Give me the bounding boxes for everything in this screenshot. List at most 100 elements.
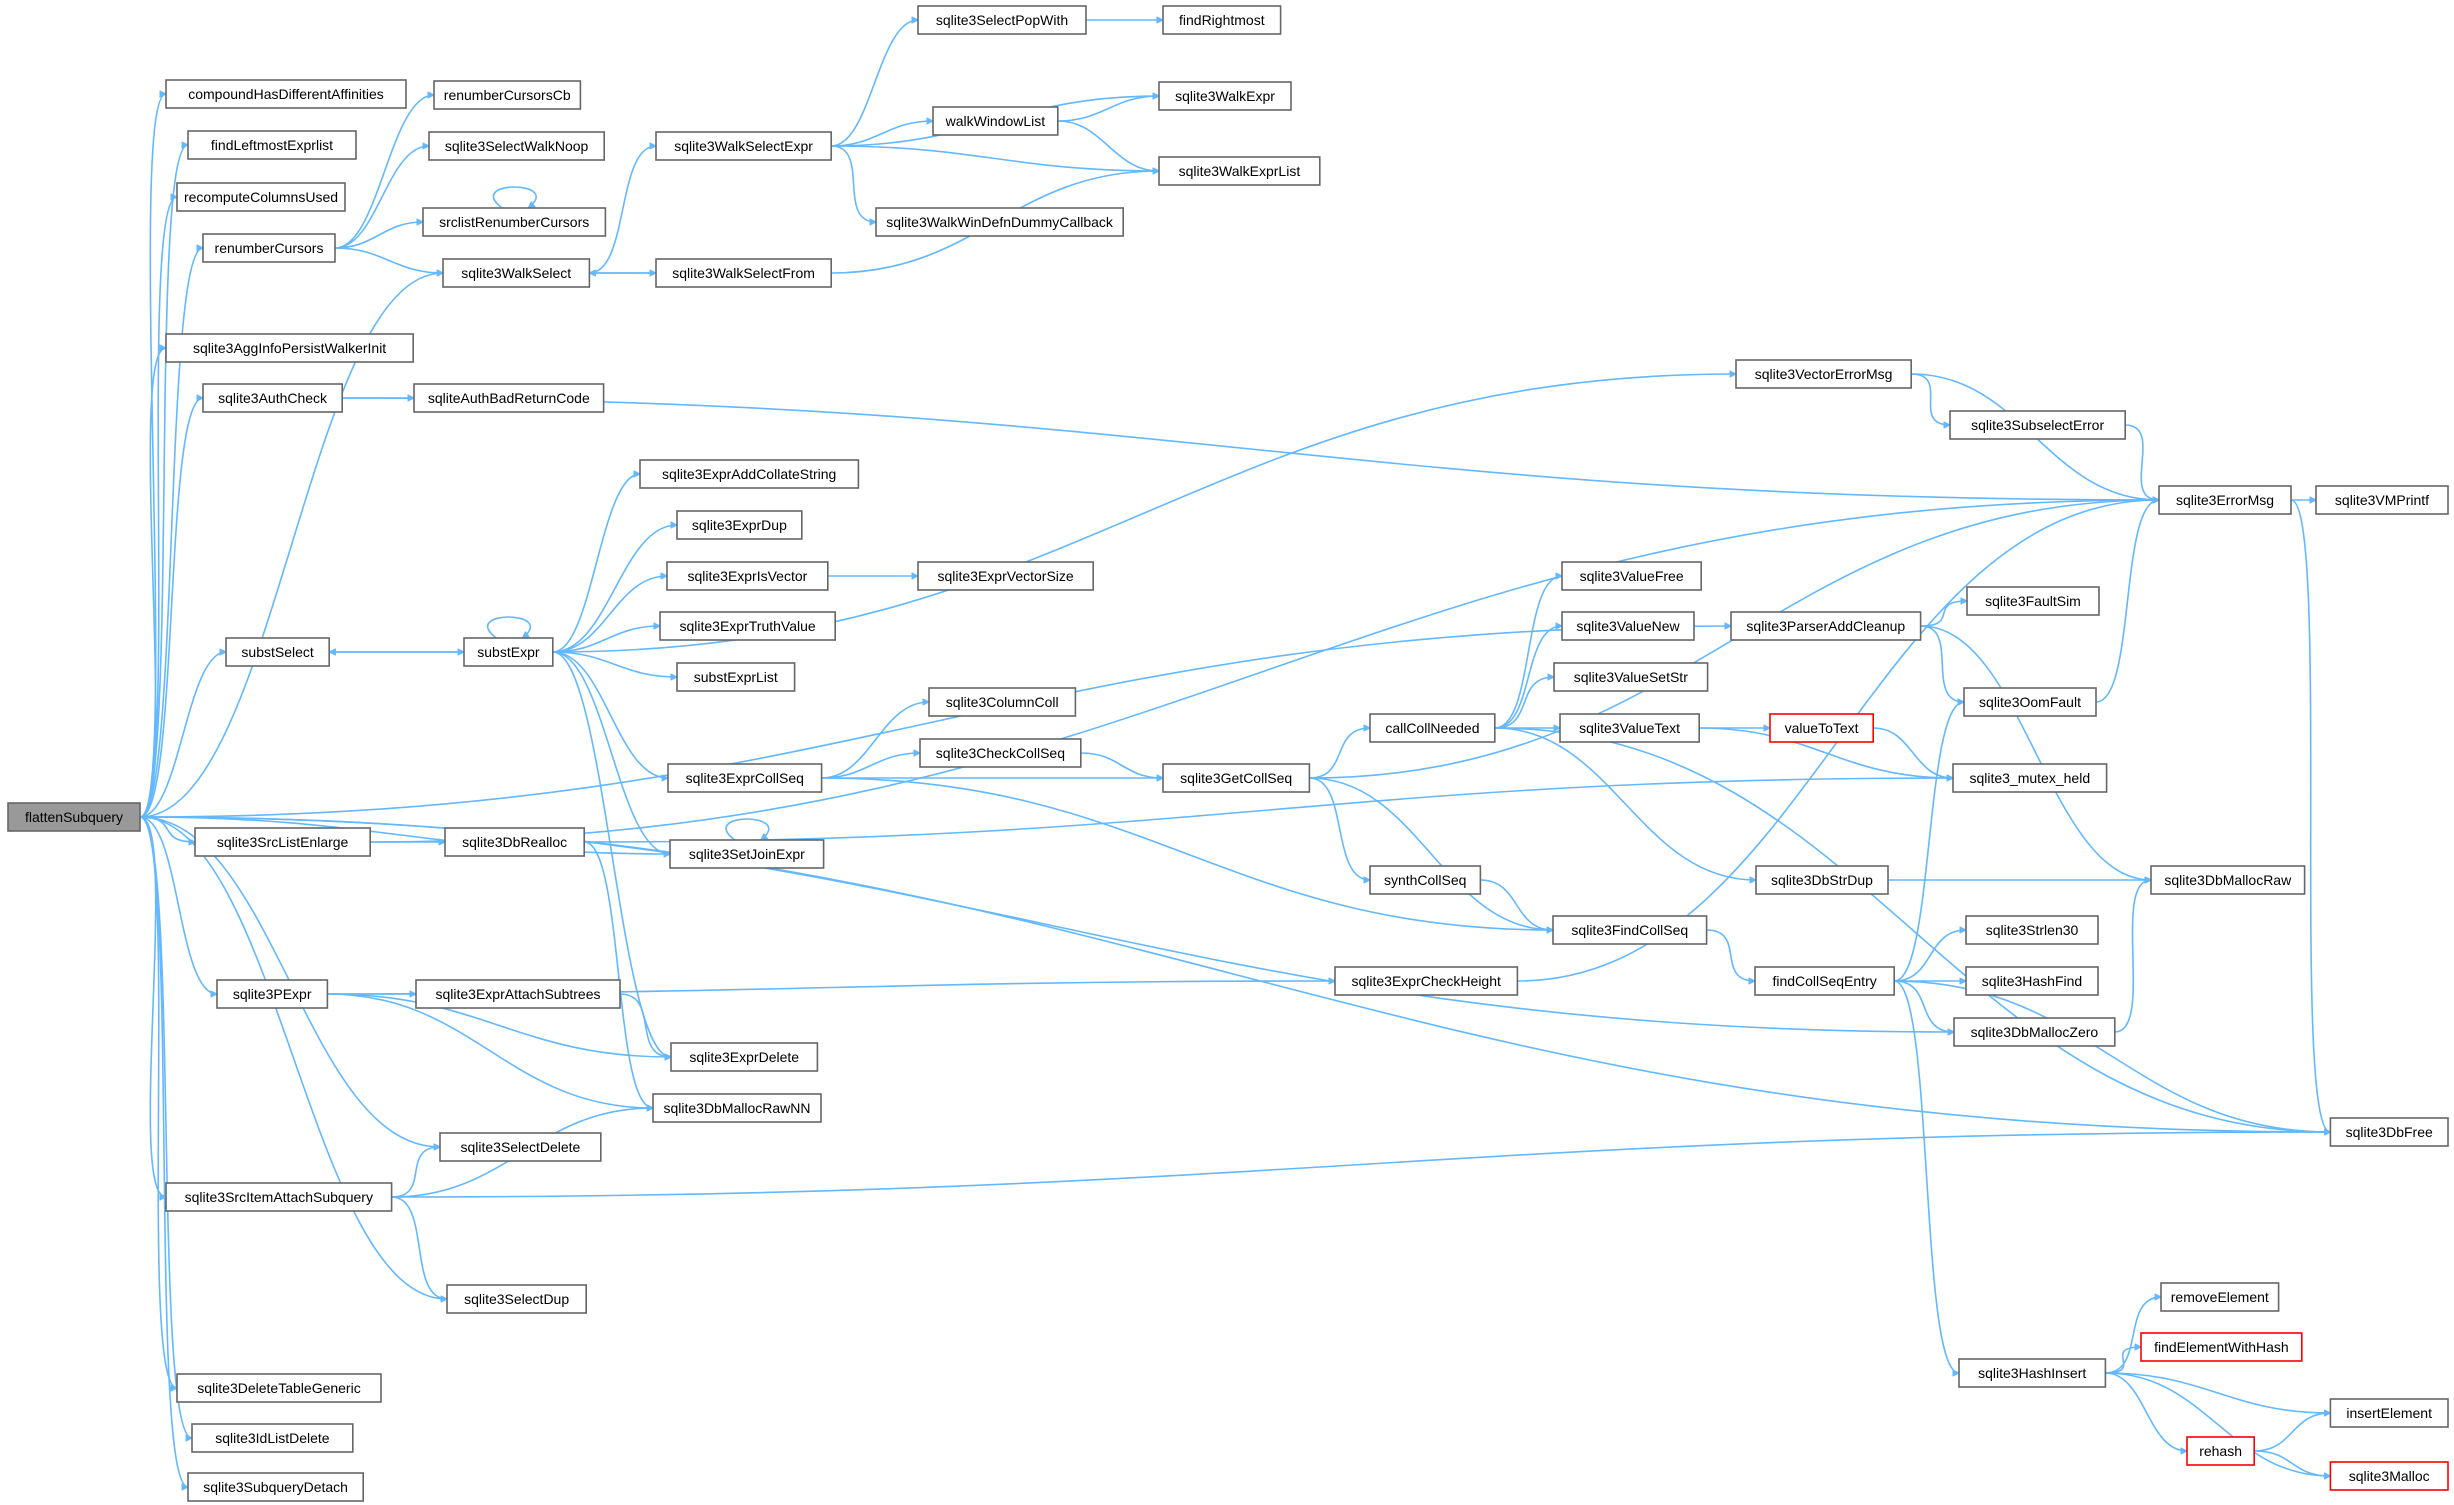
node-synthCollSeq[interactable]: synthCollSeq xyxy=(1369,865,1482,895)
edge-callCollNeeded-to-sqlite3ValueSetStr xyxy=(1494,677,1554,729)
node-label: sqlite3GetCollSeq xyxy=(1180,770,1292,786)
node-sqlite3ExprIsVector[interactable]: sqlite3ExprIsVector xyxy=(666,561,829,591)
node-sqlite3DbFree[interactable]: sqlite3DbFree xyxy=(2329,1117,2449,1147)
node-sqlite3WalkExpr[interactable]: sqlite3WalkExpr xyxy=(1158,81,1292,111)
edge-flattenSubquery-to-substSelect xyxy=(139,652,226,818)
node-sqlite3DbMallocRaw[interactable]: sqlite3DbMallocRaw xyxy=(2150,865,2306,895)
node-substExprList[interactable]: substExprList xyxy=(676,662,796,692)
node-sqlite3FindCollSeq[interactable]: sqlite3FindCollSeq xyxy=(1552,915,1708,945)
node-sqlite3SelectPopWith[interactable]: sqlite3SelectPopWith xyxy=(917,5,1087,35)
node-recomputeColumnsUsed[interactable]: recomputeColumnsUsed xyxy=(176,182,346,212)
node-sqlite3ExprDup[interactable]: sqlite3ExprDup xyxy=(676,510,803,540)
node-sqlite3ExprAddCollateString[interactable]: sqlite3ExprAddCollateString xyxy=(639,459,860,489)
node-insertElement[interactable]: insertElement xyxy=(2329,1398,2449,1428)
node-sqlite3SrcListEnlarge[interactable]: sqlite3SrcListEnlarge xyxy=(194,827,371,857)
node-sqlite3SetJoinExpr[interactable]: sqlite3SetJoinExpr xyxy=(669,839,825,869)
node-sqlite3DbMallocRawNN[interactable]: sqlite3DbMallocRawNN xyxy=(652,1093,822,1123)
node-valueToText[interactable]: valueToText xyxy=(1769,713,1874,743)
node-sqlite3SelectDelete[interactable]: sqlite3SelectDelete xyxy=(439,1132,602,1162)
edge-sqlite3AuthCheck-to-sqlite3ErrorMsg xyxy=(342,397,2159,500)
node-sqlite3SrcItemAttachSubquery[interactable]: sqlite3SrcItemAttachSubquery xyxy=(165,1182,393,1212)
node-sqlite3SubselectError[interactable]: sqlite3SubselectError xyxy=(1949,410,2126,440)
node-findLeftmostExprlist[interactable]: findLeftmostExprlist xyxy=(187,130,357,160)
node-findElementWithHash[interactable]: findElementWithHash xyxy=(2140,1332,2303,1362)
node-sqlite3DeleteTableGeneric[interactable]: sqlite3DeleteTableGeneric xyxy=(176,1373,382,1403)
node-sqlite3DbRealloc[interactable]: sqlite3DbRealloc xyxy=(444,827,585,857)
node-sqlite3DbStrDup[interactable]: sqlite3DbStrDup xyxy=(1755,865,1889,895)
node-srclistRenumberCursors[interactable]: srclistRenumberCursors xyxy=(422,207,607,237)
node-sqlite3VectorErrorMsg[interactable]: sqlite3VectorErrorMsg xyxy=(1735,359,1912,389)
node-sqlite3HashInsert[interactable]: sqlite3HashInsert xyxy=(1958,1358,2107,1388)
node-sqlite3SelectDup[interactable]: sqlite3SelectDup xyxy=(446,1284,587,1314)
node-sqlite3WalkSelect[interactable]: sqlite3WalkSelect xyxy=(442,258,591,288)
node-rehash[interactable]: rehash xyxy=(2186,1436,2255,1466)
node-box xyxy=(1958,1358,2107,1388)
node-box xyxy=(1162,5,1282,35)
edge-sqlite3ParserAddCleanup-to-sqlite3FaultSim xyxy=(1920,601,1967,627)
node-removeElement[interactable]: removeElement xyxy=(2160,1282,2280,1312)
node-sqlite3ValueSetStr[interactable]: sqlite3ValueSetStr xyxy=(1553,662,1709,692)
edge-walkWindowList-to-sqlite3WalkExprList xyxy=(1057,120,1159,171)
node-substExpr[interactable]: substExpr xyxy=(463,637,554,667)
edge-sqlite3SetJoinExpr-to-sqlite3SetJoinExpr xyxy=(725,818,770,840)
node-sqlite3ExprAttachSubtrees[interactable]: sqlite3ExprAttachSubtrees xyxy=(415,979,621,1009)
node-label: sqlite3WalkExpr xyxy=(1175,88,1275,104)
node-sqlite3ValueText[interactable]: sqlite3ValueText xyxy=(1559,713,1700,743)
node-sqlite3SelectWalkNoop[interactable]: sqlite3SelectWalkNoop xyxy=(428,131,605,161)
node-label: sqlite3DbMallocRaw xyxy=(2164,872,2292,888)
node-sqlite3ExprDelete[interactable]: sqlite3ExprDelete xyxy=(670,1042,819,1072)
edge-sqlite3SrcListEnlarge-to-sqlite3ErrorMsg xyxy=(370,500,2159,843)
node-sqlite3WalkWinDefnDummyCallback[interactable]: sqlite3WalkWinDefnDummyCallback xyxy=(875,207,1124,237)
node-sqlite3_mutex_held[interactable]: sqlite3_mutex_held xyxy=(1952,763,2108,793)
node-sqlite3ValueNew[interactable]: sqlite3ValueNew xyxy=(1561,611,1695,641)
node-sqlite3SubqueryDetach[interactable]: sqlite3SubqueryDetach xyxy=(187,1472,364,1502)
node-sqlite3OomFault[interactable]: sqlite3OomFault xyxy=(1963,687,2097,717)
node-sqlite3ColumnColl[interactable]: sqlite3ColumnColl xyxy=(928,687,1077,717)
node-sqlite3FaultSim[interactable]: sqlite3FaultSim xyxy=(1966,586,2100,616)
node-sqlite3ExprVectorSize[interactable]: sqlite3ExprVectorSize xyxy=(917,561,1094,591)
edge-renumberCursors-to-srclistRenumberCursors xyxy=(334,222,423,249)
node-label: sqlite3AggInfoPersistWalkerInit xyxy=(193,340,386,356)
node-findCollSeqEntry[interactable]: findCollSeqEntry xyxy=(1754,966,1895,996)
node-sqliteAuthBadReturnCode[interactable]: sqliteAuthBadReturnCode xyxy=(413,383,605,413)
node-sqlite3Strlen30[interactable]: sqlite3Strlen30 xyxy=(1965,915,2099,945)
node-sqlite3CheckCollSeq[interactable]: sqlite3CheckCollSeq xyxy=(919,738,1082,768)
node-walkWindowList[interactable]: walkWindowList xyxy=(932,106,1059,136)
node-sqlite3WalkSelectFrom[interactable]: sqlite3WalkSelectFrom xyxy=(655,258,832,288)
node-box xyxy=(165,333,414,363)
node-sqlite3AggInfoPersistWalkerInit[interactable]: sqlite3AggInfoPersistWalkerInit xyxy=(165,333,414,363)
node-sqlite3ExprTruthValue[interactable]: sqlite3ExprTruthValue xyxy=(659,611,836,641)
node-sqlite3PExpr[interactable]: sqlite3PExpr xyxy=(216,979,329,1009)
node-renumberCursors[interactable]: renumberCursors xyxy=(202,233,336,263)
node-sqlite3GetCollSeq[interactable]: sqlite3GetCollSeq xyxy=(1162,763,1311,793)
node-sqlite3AuthCheck[interactable]: sqlite3AuthCheck xyxy=(202,383,343,413)
node-sqlite3ParserAddCleanup[interactable]: sqlite3ParserAddCleanup xyxy=(1730,611,1922,641)
node-sqlite3HashFind[interactable]: sqlite3HashFind xyxy=(1965,966,2099,996)
node-box xyxy=(176,182,346,212)
node-sqlite3DbMallocZero[interactable]: sqlite3DbMallocZero xyxy=(1953,1017,2116,1047)
node-renumberCursorsCb[interactable]: renumberCursorsCb xyxy=(433,80,582,110)
node-label: sqlite3DbFree xyxy=(2346,1124,2433,1140)
node-sqlite3ErrorMsg[interactable]: sqlite3ErrorMsg xyxy=(2158,485,2292,515)
node-label: recomputeColumnsUsed xyxy=(184,189,338,205)
edge-flattenSubquery-to-sqlite3IdListDelete xyxy=(139,816,192,1438)
node-label: sqlite3SelectDelete xyxy=(460,1139,580,1155)
node-box xyxy=(670,1042,819,1072)
node-box xyxy=(2329,1461,2449,1491)
node-callCollNeeded[interactable]: callCollNeeded xyxy=(1369,713,1496,743)
node-sqlite3IdListDelete[interactable]: sqlite3IdListDelete xyxy=(191,1423,354,1453)
node-box xyxy=(652,1093,822,1123)
node-sqlite3Malloc[interactable]: sqlite3Malloc xyxy=(2329,1461,2449,1491)
node-sqlite3WalkSelectExpr[interactable]: sqlite3WalkSelectExpr xyxy=(655,131,832,161)
edge-flattenSubquery-to-sqlite3SubqueryDetach xyxy=(139,816,188,1487)
node-flattenSubquery[interactable]: flattenSubquery xyxy=(7,802,141,832)
node-findRightmost[interactable]: findRightmost xyxy=(1162,5,1282,35)
node-sqlite3ExprCollSeq[interactable]: sqlite3ExprCollSeq xyxy=(667,763,823,793)
node-sqlite3ExprCheckHeight[interactable]: sqlite3ExprCheckHeight xyxy=(1334,966,1519,996)
node-substSelect[interactable]: substSelect xyxy=(225,637,330,667)
node-sqlite3WalkExprList[interactable]: sqlite3WalkExprList xyxy=(1158,156,1321,186)
node-compoundHasDifferentAffinities[interactable]: compoundHasDifferentAffinities xyxy=(165,79,407,109)
node-sqlite3VMPrintf[interactable]: sqlite3VMPrintf xyxy=(2315,485,2449,515)
edge-findCollSeqEntry-to-sqlite3HashInsert xyxy=(1893,980,1959,1373)
node-sqlite3ValueFree[interactable]: sqlite3ValueFree xyxy=(1561,561,1702,591)
